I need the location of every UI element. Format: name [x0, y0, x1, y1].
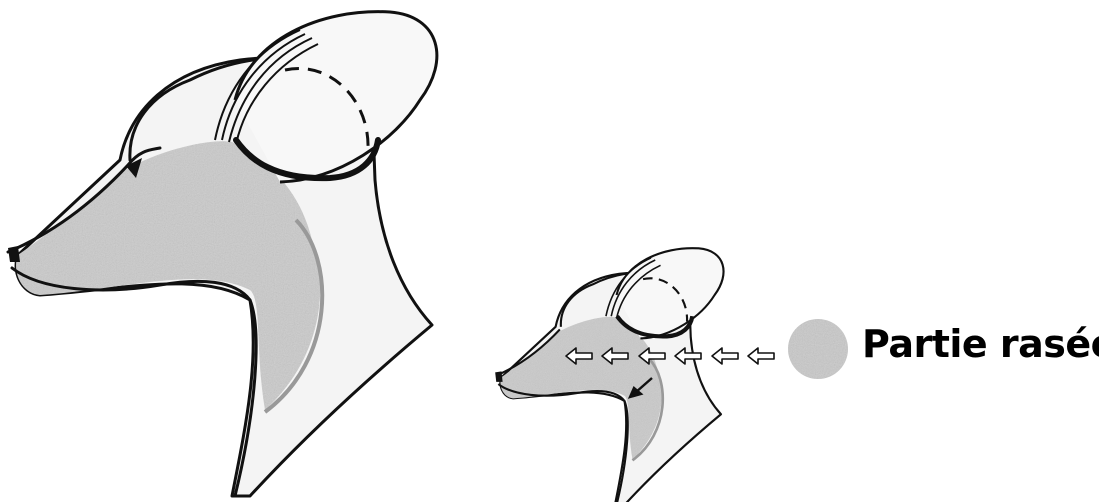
- small-nose: [495, 371, 502, 382]
- large-jaw-line: [12, 268, 256, 496]
- large-shaved-area: [16, 141, 320, 410]
- small-dog-head: [495, 248, 723, 502]
- large-dog-head: [8, 12, 437, 496]
- legend-label: Partie rasée: [862, 322, 1099, 366]
- left-arrow-icon: [748, 348, 774, 364]
- small-shaved-area: [501, 317, 662, 459]
- left-arrow-icon: [712, 348, 738, 364]
- small-jaw-line: [498, 384, 627, 502]
- legend-swatch: [788, 319, 848, 379]
- large-nose: [8, 246, 20, 262]
